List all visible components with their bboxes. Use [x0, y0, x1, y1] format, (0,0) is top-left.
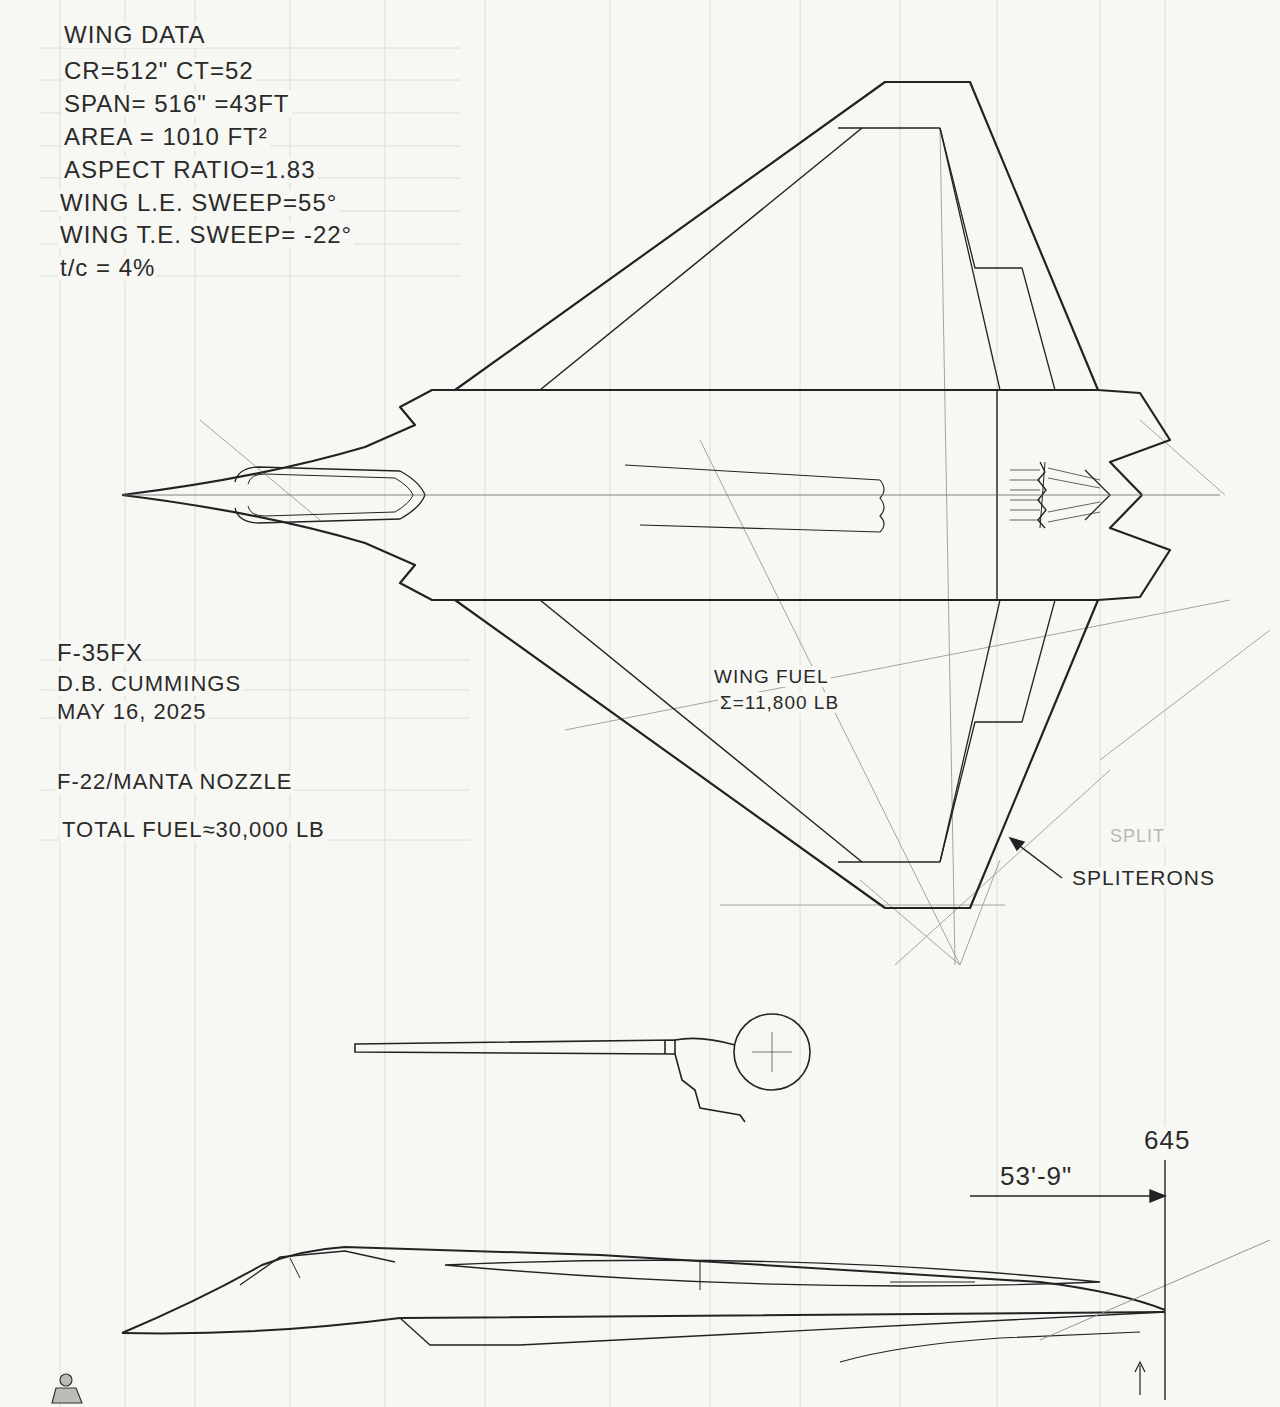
- note-label: WING FUEL: [712, 666, 831, 687]
- note-label: AREA = 1010 FT²: [62, 124, 270, 150]
- note-label: WING T.E. SWEEP= -22°: [58, 222, 354, 248]
- side-view: [122, 1240, 1270, 1395]
- note-label: MAY 16, 2025: [55, 700, 208, 724]
- note-label: SPAN= 516" =43FT: [62, 91, 292, 117]
- lower-half: [122, 495, 1170, 908]
- note-label: D.B. CUMMINGS: [55, 672, 243, 696]
- dimension-line: [970, 1160, 1165, 1400]
- note-label: TOTAL FUEL≈30,000 LB: [60, 818, 327, 842]
- note-label: ASPECT RATIO=1.83: [62, 157, 318, 183]
- front-view: [355, 1014, 810, 1122]
- note-label: Σ=11,800 LB: [718, 692, 841, 713]
- note-label: F-22/MANTA NOZZLE: [55, 770, 294, 794]
- note-label: CR=512" CT=52: [62, 58, 256, 84]
- leader-line: [1010, 838, 1062, 878]
- note-label: 53'-9": [998, 1162, 1074, 1190]
- note-label: t/c = 4%: [58, 255, 157, 281]
- upper-half: [122, 82, 1170, 495]
- note-label: F-35FX: [55, 640, 145, 666]
- note-label: SPLITERONS: [1070, 866, 1217, 889]
- scale-person: [52, 1374, 82, 1403]
- note-label: WING DATA: [62, 22, 207, 48]
- note-label: 645: [1142, 1126, 1192, 1154]
- note-label: SPLIT: [1108, 826, 1167, 846]
- grid: [40, 0, 1165, 1407]
- note-label: WING L.E. SWEEP=55°: [58, 190, 339, 216]
- construction-lines: [200, 128, 1270, 965]
